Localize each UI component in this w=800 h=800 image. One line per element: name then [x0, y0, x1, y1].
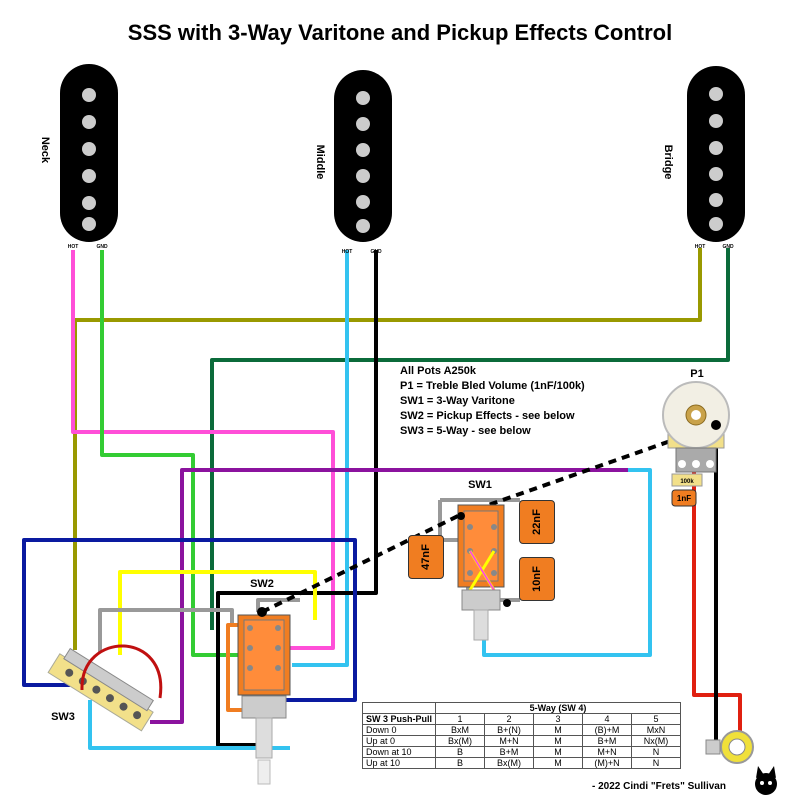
resistor-label: 100k	[680, 479, 694, 485]
cell: M	[533, 735, 584, 747]
cyan-bottom-wire	[88, 700, 290, 750]
col-header: 4	[582, 713, 633, 725]
cell: M	[533, 724, 584, 736]
bridge-gnd-wire	[210, 248, 730, 630]
cell: M+N	[582, 746, 633, 758]
row-label: Down at 10	[361, 746, 437, 758]
bridge-label: Bridge	[662, 145, 674, 180]
diagram-title: SSS with 3-Way Varitone and Pickup Effec…	[127, 20, 673, 45]
sw1-switch	[457, 504, 511, 641]
cell: B+M	[484, 746, 535, 758]
table-row: Up at 0 Bx(M) M+N M B+M Nx(M)	[361, 735, 682, 747]
sw3-red-jumper	[80, 644, 163, 699]
sw2-switch	[237, 607, 291, 785]
cell: M	[533, 746, 584, 758]
notes-block: All Pots A250k P1 = Treble Bled Volume (…	[400, 364, 585, 439]
middle-gnd-wire	[216, 250, 378, 747]
middle-hot-label: HOT	[342, 249, 353, 255]
middle-hot-wire	[292, 250, 349, 667]
middle-label: Middle	[314, 145, 326, 180]
bridge-gnd-label: GND	[722, 244, 734, 250]
neck-pickup	[60, 64, 118, 242]
cell: (B)+M	[582, 724, 633, 736]
neck-hot-wire	[71, 250, 335, 650]
cell: N	[631, 746, 682, 758]
yellow-wire	[118, 570, 317, 655]
middle-gnd-label: GND	[370, 249, 382, 255]
sw3-switch	[47, 647, 154, 732]
note-line: P1 = Treble Bled Volume (1nF/100k)	[400, 380, 585, 392]
cell: BxM	[435, 724, 486, 736]
neck-gnd-label: GND	[96, 244, 108, 250]
gray-wire	[98, 608, 234, 652]
row-label: Up at 0	[361, 735, 437, 747]
p1-pot	[662, 381, 730, 473]
switch-table: 5-Way (SW 4) SW 3 Push-Pull 1 2 3 4 5 Do…	[361, 702, 682, 769]
cell: B	[435, 746, 486, 758]
neck-hot-label: HOT	[68, 244, 79, 250]
note-line: SW1 = 3-Way Varitone	[400, 395, 515, 407]
cap-10nf: 10nF	[519, 557, 555, 601]
cap-10nf-label: 10nF	[531, 566, 543, 592]
cap-1nf	[671, 489, 697, 507]
table-title: 5-Way (SW 4)	[435, 702, 682, 714]
cap-22nf: 22nF	[519, 500, 555, 544]
col-header: 5	[631, 713, 682, 725]
cat-logo-icon	[755, 766, 777, 795]
cell: Bx(M)	[435, 735, 486, 747]
p1-label: P1	[690, 368, 703, 380]
row-label: Up at 10	[361, 757, 437, 769]
note-line: SW2 = Pickup Effects - see below	[400, 410, 575, 422]
cell: B+(N)	[484, 724, 535, 736]
bridge-hot-label: HOT	[695, 244, 706, 250]
table-corner	[361, 702, 437, 714]
sw1-gray-wire	[438, 500, 460, 542]
output-jack	[705, 730, 754, 764]
table-header-label: SW 3 Push-Pull	[361, 713, 437, 725]
table-row: Down 0 BxM B+(N) M (B)+M MxN	[361, 724, 682, 736]
cap-47nf: 47nF	[408, 535, 444, 579]
table-row: Up at 10 B Bx(M) M (M)+N N	[361, 757, 682, 769]
cell: (M)+N	[582, 757, 633, 769]
credit-text: - 2022 Cindi "Frets" Sullivan	[592, 781, 726, 792]
cell: MxN	[631, 724, 682, 736]
cell: M	[533, 757, 584, 769]
dashed-wire	[261, 423, 717, 614]
sw1-label: SW1	[468, 479, 492, 491]
cyan-out-wire	[482, 468, 652, 657]
col-header: 2	[484, 713, 535, 725]
bridge-hot-wire	[73, 248, 702, 650]
table-row: Down at 10 B B+M M M+N N	[361, 746, 682, 758]
cell: M+N	[484, 735, 535, 747]
middle-pickup	[334, 70, 392, 242]
note-line: SW3 = 5-Way - see below	[400, 425, 531, 437]
col-header: 1	[435, 713, 486, 725]
cap-1nf-label: 1nF	[677, 494, 691, 503]
col-header: 3	[533, 713, 584, 725]
neck-label: Neck	[39, 137, 51, 164]
bridge-pickup	[687, 66, 745, 242]
row-label: Down 0	[361, 724, 437, 736]
purple-wire	[150, 468, 628, 724]
cell: B+M	[582, 735, 633, 747]
sw3-label: SW3	[51, 711, 75, 723]
cell: Bx(M)	[484, 757, 535, 769]
resistor-100k	[671, 473, 703, 487]
cell: B	[435, 757, 486, 769]
cell: Nx(M)	[631, 735, 682, 747]
cap-47nf-label: 47nF	[420, 544, 432, 570]
cap-22nf-label: 22nF	[531, 509, 543, 535]
neck-gnd-wire	[100, 250, 250, 657]
note-line: All Pots A250k	[400, 365, 477, 377]
cell: N	[631, 757, 682, 769]
sw2-label: SW2	[250, 578, 274, 590]
gray-wire-2	[256, 598, 300, 612]
blue-wire	[22, 538, 357, 702]
